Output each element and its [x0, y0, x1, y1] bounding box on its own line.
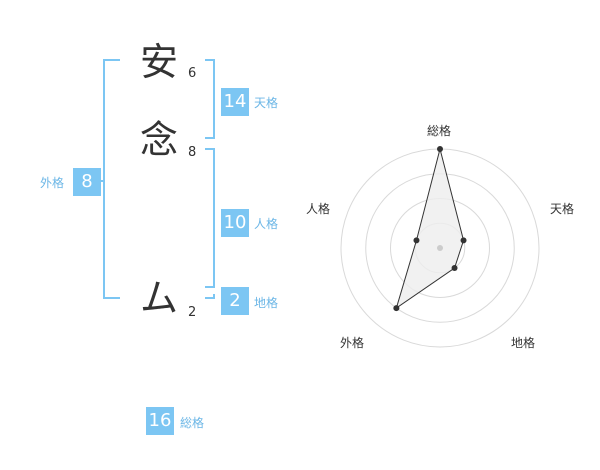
name-char-2: 念 [140, 118, 179, 162]
gaikaku-badge: 8 [73, 168, 101, 196]
chikaku-bracket [205, 294, 215, 299]
radar-axis-label-chikaku: 地格 [511, 336, 536, 350]
jinkaku-badge: 10 [221, 209, 249, 237]
radar-center-dot [437, 245, 443, 251]
tenkaku-badge: 14 [221, 88, 249, 116]
jinkaku-label: 人格 [254, 217, 279, 231]
tenkaku-bracket [205, 59, 215, 139]
name-char-1-strokes: 6 [188, 66, 197, 81]
radar-series-polygon [395, 148, 465, 310]
radar-axis-label-soukaku: 総格 [427, 124, 452, 138]
soukaku-badge: 16 [146, 407, 174, 435]
chikaku-label: 地格 [254, 296, 279, 310]
radar-point-4 [413, 237, 420, 244]
soukaku-label: 総格 [180, 416, 205, 430]
jinkaku-bracket [205, 148, 215, 288]
radar-point-0 [437, 146, 443, 152]
radar-point-1 [460, 237, 467, 244]
chikaku-badge: 2 [221, 287, 249, 315]
radar-axis-label-gaikaku: 外格 [340, 336, 365, 350]
radar-axis-label-tenkaku: 天格 [550, 202, 575, 216]
radar-axis-label-jinkaku: 人格 [306, 202, 331, 216]
gaikaku-label: 外格 [40, 176, 65, 190]
name-char-3: ム [140, 276, 179, 320]
radar-chart [340, 146, 540, 348]
radar-point-3 [393, 305, 400, 312]
radar-point-2 [451, 265, 458, 272]
name-char-1: 安 [140, 40, 179, 84]
gaikaku-bracket [103, 59, 120, 299]
name-char-3-strokes: 2 [188, 305, 197, 320]
tenkaku-label: 天格 [254, 96, 279, 110]
bracket-lines [96, 59, 215, 299]
name-char-2-strokes: 8 [188, 145, 197, 160]
